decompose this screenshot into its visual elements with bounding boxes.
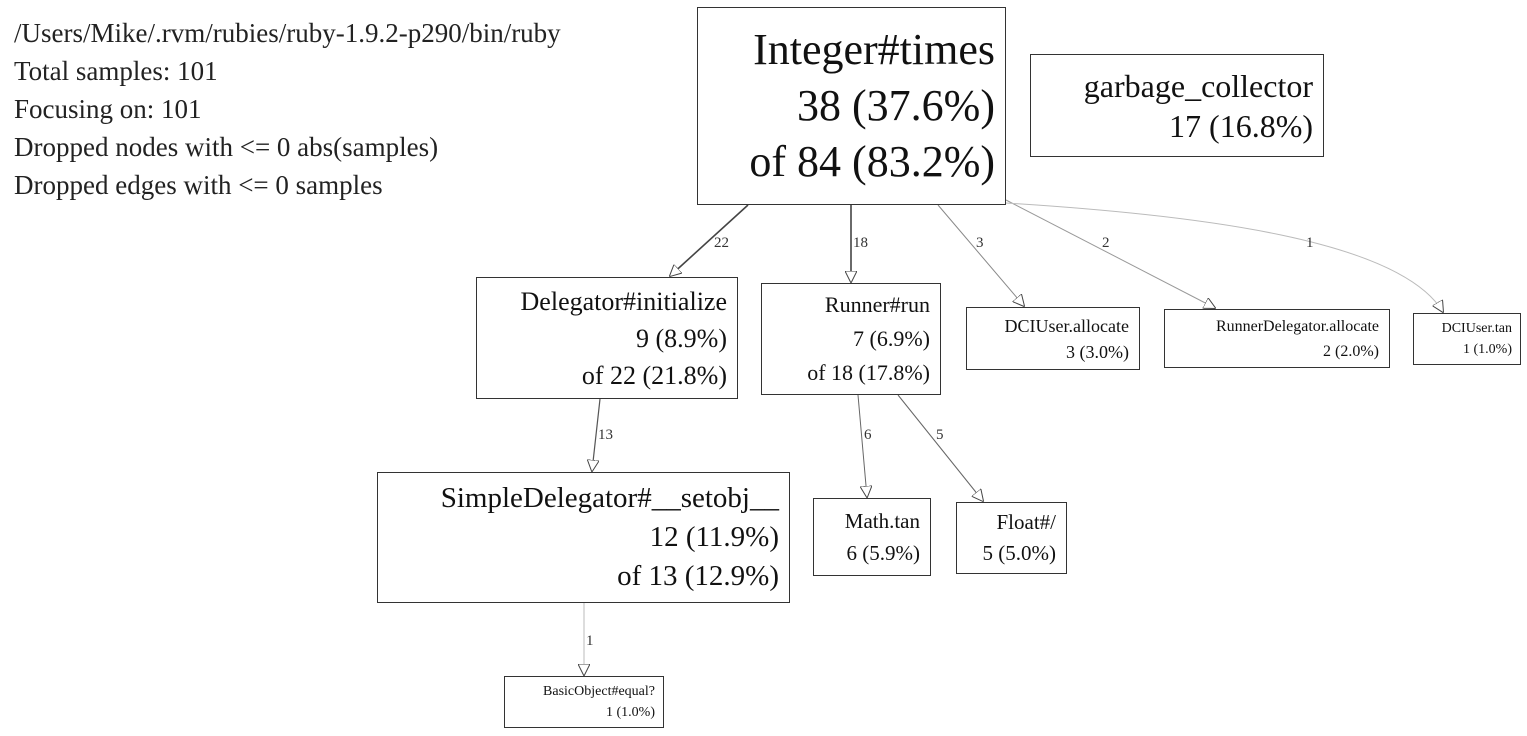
node-runner-run-name: Runner#run [824, 292, 930, 317]
node-dciuser-tan-self: 1 (1.0%) [1463, 342, 1512, 357]
node-delegator-initialize-total: of 22 (21.8%) [581, 360, 727, 390]
node-dciuser-tan-name: DCIUser.tan [1441, 321, 1512, 336]
edge-runner-run-to-math-tan [857, 394, 867, 497]
node-integer-times-total: of 84 (83.2%) [749, 137, 995, 186]
node-basicobject-equal-self: 1 (1.0%) [606, 705, 655, 720]
edge-label-integer-times-dciuser-tan: 1 [1306, 235, 1314, 251]
edge-label-integer-times-delegator-initialize: 22 [714, 235, 729, 251]
node-dciuser-allocate-name: DCIUser.allocate [1004, 315, 1129, 336]
edge-integer-times-to-runnerdelegator-allocate [1005, 199, 1215, 308]
edge-label-runner-run-math-tan: 6 [864, 427, 872, 443]
node-garbage-collector-name: garbage_collector [1083, 67, 1313, 104]
node-runnerdelegator-allocate-self: 2 (2.0%) [1323, 342, 1379, 360]
node-simpledelegator-setobj-self: 12 (11.9%) [649, 521, 779, 553]
node-delegator-initialize[interactable]: Delegator#initialize 9 (8.9%) of 22 (21.… [476, 277, 738, 399]
header-total-samples: Total samples: 101 [14, 56, 218, 86]
node-float-div-name: Float#/ [996, 510, 1056, 534]
node-float-div[interactable]: Float#/ 5 (5.0%) [956, 502, 1067, 574]
edge-integer-times-to-delegator-initialize [670, 204, 749, 276]
edge-integer-times-to-dciuser-tan [1005, 202, 1443, 312]
node-integer-times-self: 38 (37.6%) [797, 81, 995, 130]
node-runner-run[interactable]: Runner#run 7 (6.9%) of 18 (17.8%) [761, 283, 941, 395]
node-runnerdelegator-allocate-name: RunnerDelegator.allocate [1215, 317, 1379, 335]
node-simpledelegator-setobj[interactable]: SimpleDelegator#__setobj__ 12 (11.9%) of… [377, 472, 790, 603]
edge-runner-run-to-float-div [897, 394, 983, 501]
node-integer-times[interactable]: Integer#times 38 (37.6%) of 84 (83.2%) [697, 7, 1006, 205]
profile-header: /Users/Mike/.rvm/rubies/ruby-1.9.2-p290/… [14, 14, 561, 204]
header-focusing-on: Focusing on: 101 [14, 94, 202, 124]
node-garbage-collector[interactable]: garbage_collector 17 (16.8%) [1030, 54, 1324, 157]
node-simpledelegator-setobj-total: of 13 (12.9%) [617, 560, 779, 592]
edge-label-integer-times-runner-run: 18 [853, 235, 868, 251]
node-garbage-collector-self: 17 (16.8%) [1169, 107, 1313, 144]
header-dropped-nodes: Dropped nodes with <= 0 abs(samples) [14, 132, 439, 162]
node-float-div-self: 5 (5.0%) [982, 541, 1056, 565]
header-dropped-edges: Dropped edges with <= 0 samples [14, 170, 383, 200]
node-dciuser-allocate-self: 3 (3.0%) [1066, 341, 1129, 362]
node-math-tan-name: Math.tan [844, 509, 920, 533]
node-math-tan-self: 6 (5.9%) [846, 541, 920, 565]
edge-label-simpledelegator-setobj-basicobject-equal: 1 [586, 633, 594, 649]
node-delegator-initialize-self: 9 (8.9%) [636, 323, 727, 353]
node-simpledelegator-setobj-name: SimpleDelegator#__setobj__ [440, 482, 779, 514]
edge-integer-times-to-dciuser-allocate [937, 204, 1024, 306]
edge-label-runner-run-float-div: 5 [936, 427, 944, 443]
edge-label-integer-times-dciuser-allocate: 3 [976, 235, 984, 251]
node-dciuser-allocate[interactable]: DCIUser.allocate 3 (3.0%) [966, 307, 1140, 370]
header-program-path: /Users/Mike/.rvm/rubies/ruby-1.9.2-p290/… [14, 18, 561, 48]
edge-delegator-initialize-to-simpledelegator-setobj [592, 398, 601, 471]
edge-label-delegator-initialize-simpledelegator-setobj: 13 [598, 427, 613, 443]
edge-label-integer-times-runnerdelegator-allocate: 2 [1102, 235, 1110, 251]
node-dciuser-tan[interactable]: DCIUser.tan 1 (1.0%) [1413, 313, 1521, 365]
node-runner-run-total: of 18 (17.8%) [807, 360, 930, 385]
node-delegator-initialize-name: Delegator#initialize [520, 286, 727, 316]
node-basicobject-equal[interactable]: BasicObject#equal? 1 (1.0%) [504, 676, 664, 728]
node-runner-run-self: 7 (6.9%) [853, 326, 930, 351]
node-runnerdelegator-allocate[interactable]: RunnerDelegator.allocate 2 (2.0%) [1164, 309, 1390, 368]
node-integer-times-name: Integer#times [753, 25, 995, 74]
node-basicobject-equal-name: BasicObject#equal? [543, 684, 655, 699]
node-math-tan[interactable]: Math.tan 6 (5.9%) [813, 498, 931, 576]
